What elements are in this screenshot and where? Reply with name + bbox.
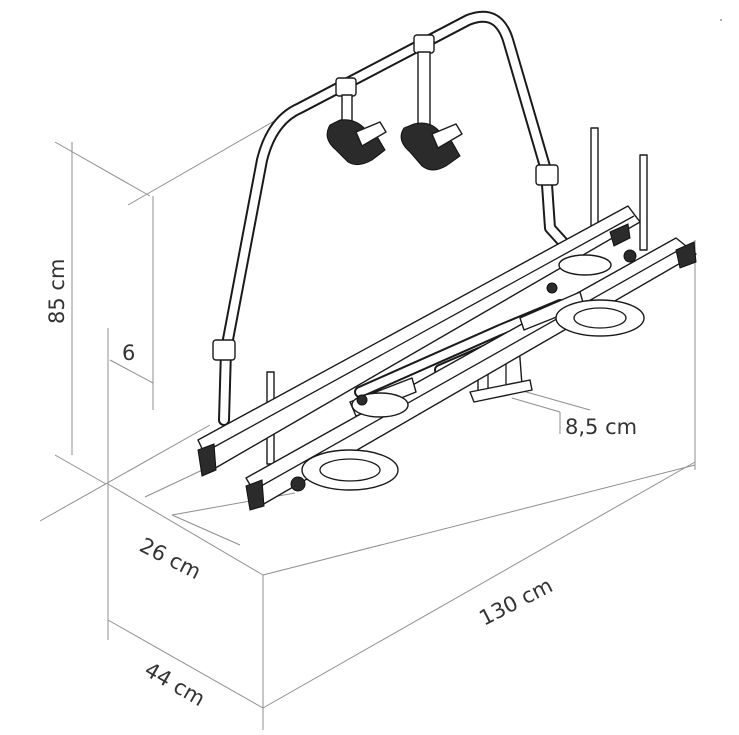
rail-back [197,205,641,477]
depth-label: 44 cm [141,658,210,711]
rail-clamps [290,249,637,492]
clearance-label: 8,5 cm [565,415,637,439]
frame-holders [326,51,463,171]
carrier-frame [212,10,576,426]
offset-label: 6 [122,341,135,365]
corner-mark [720,19,722,21]
bike-carrier [197,10,697,511]
support-dishes [301,254,645,491]
height-label: 85 cm [45,259,69,324]
width-label: 130 cm [475,573,556,630]
rail-spacing-label: 26 cm [136,533,205,584]
